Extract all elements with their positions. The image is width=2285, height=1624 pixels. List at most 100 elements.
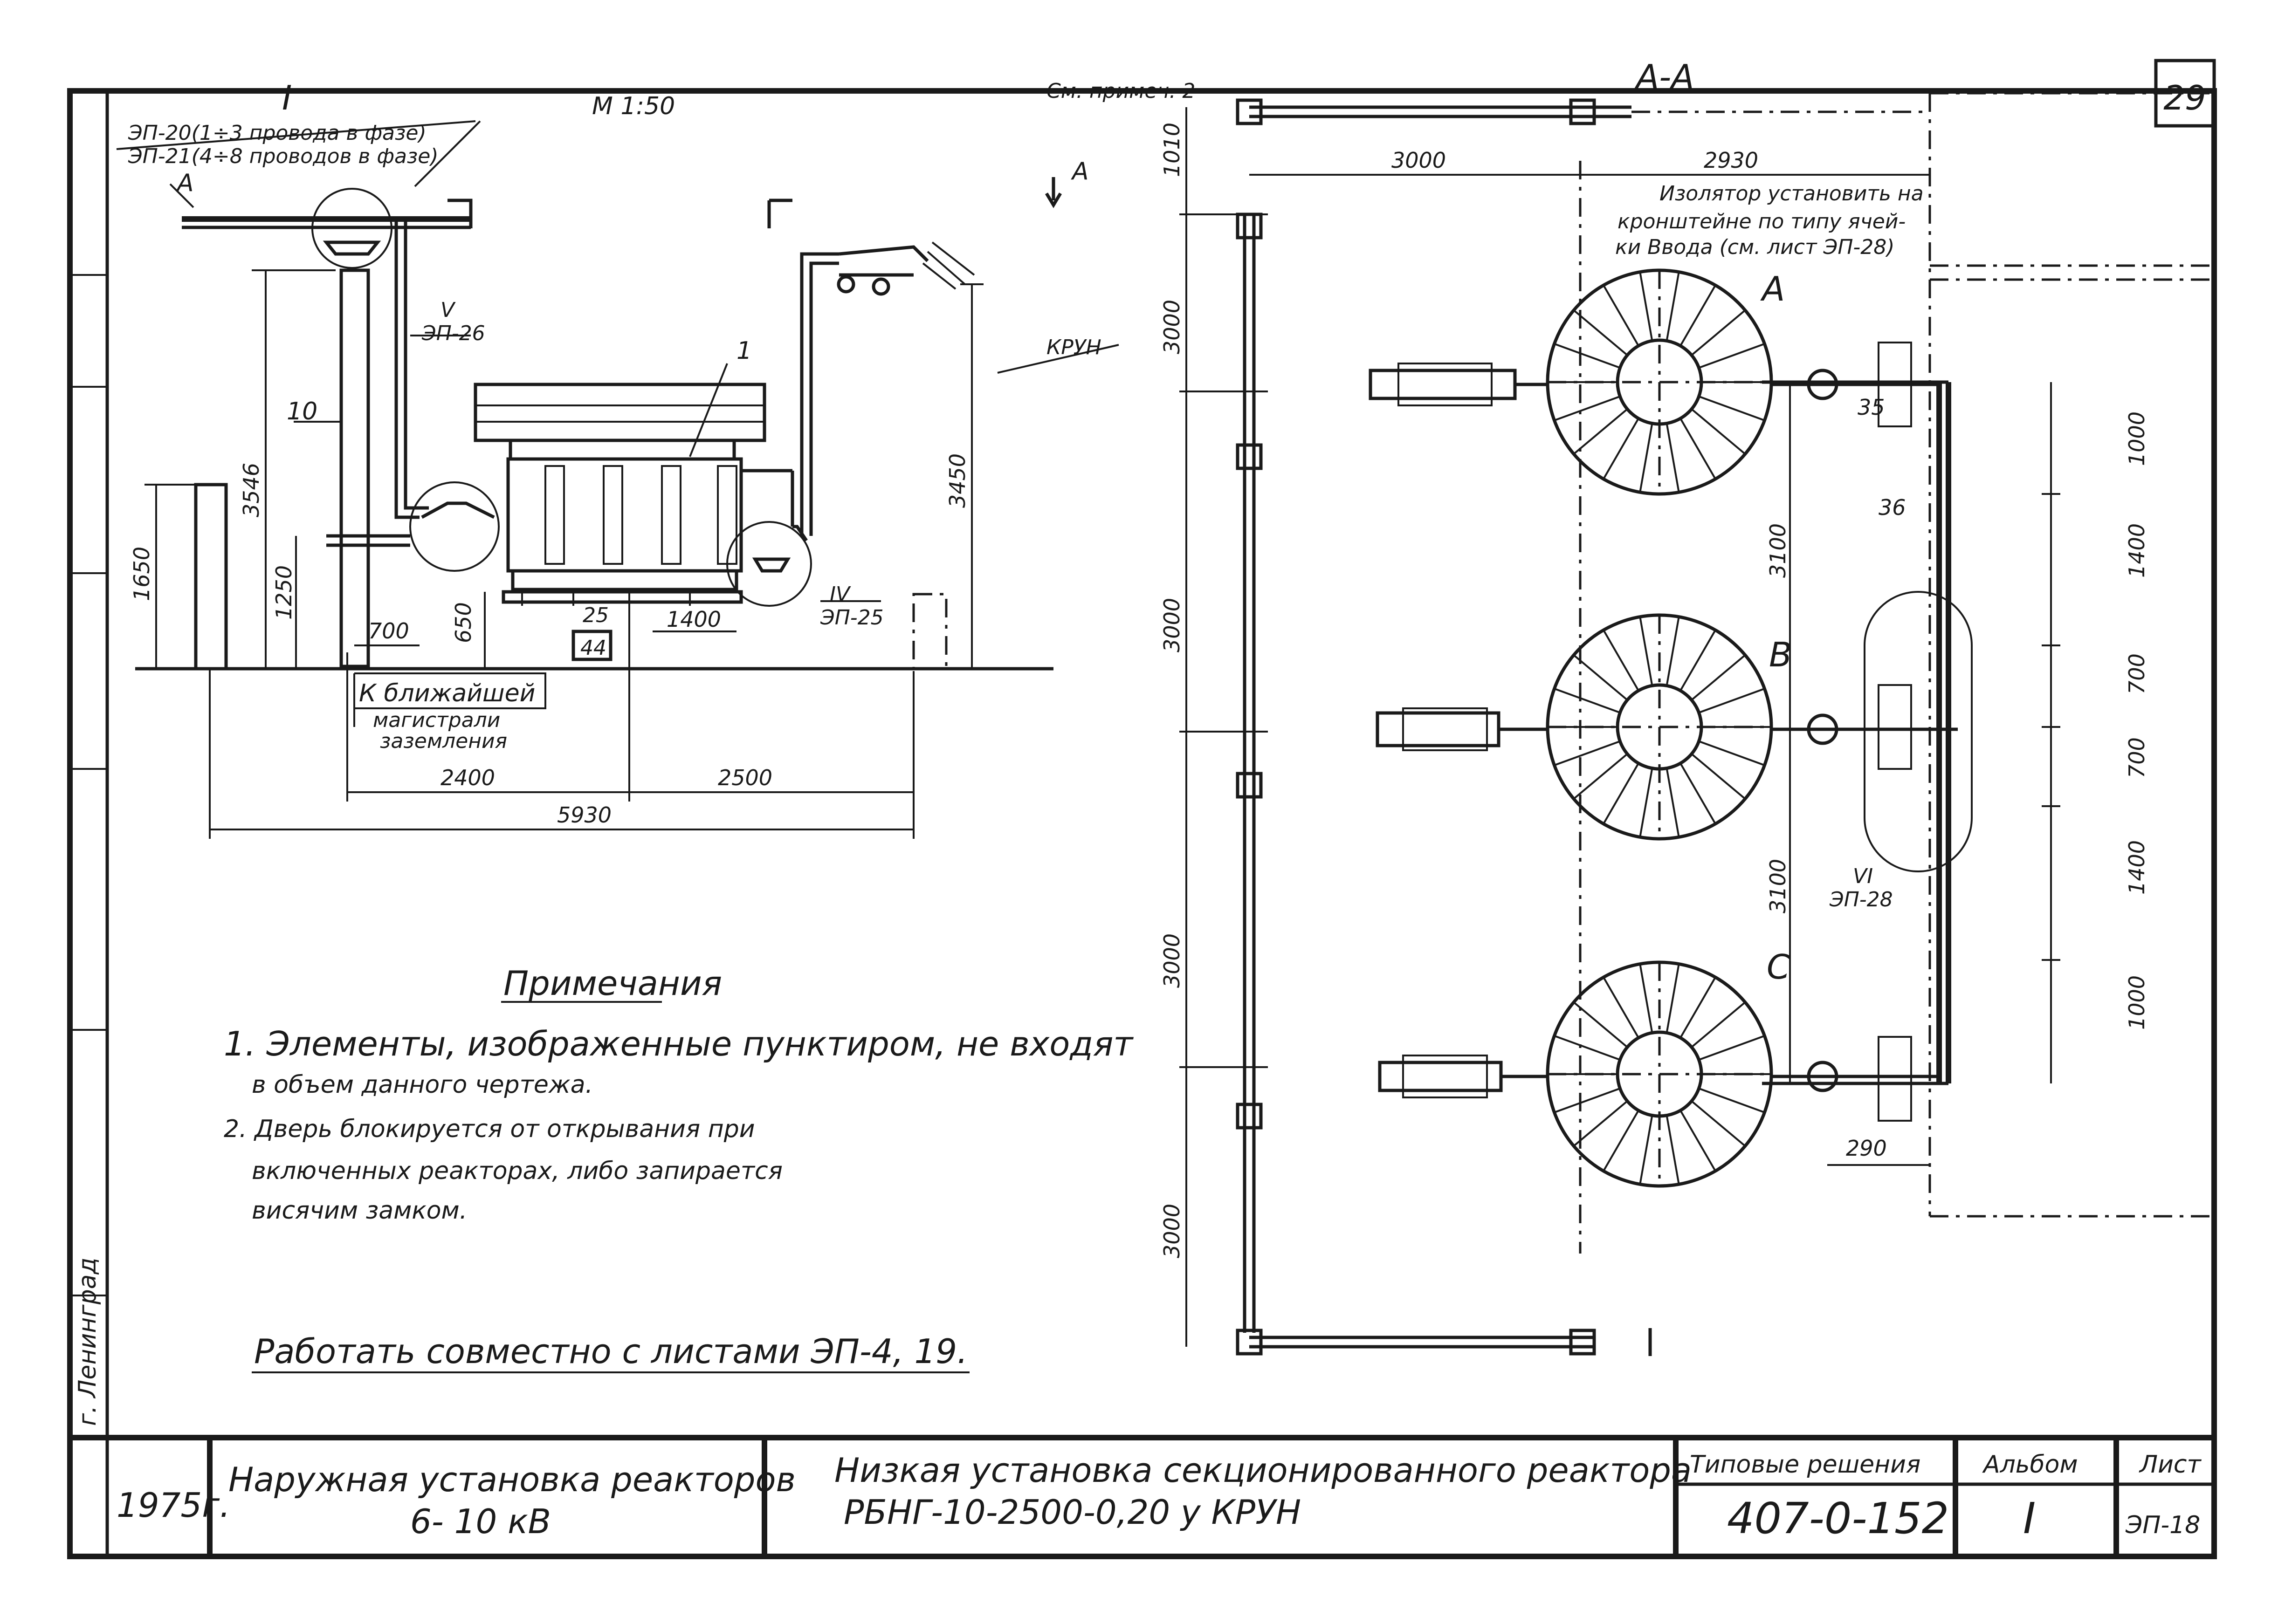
title-block-text: 1975г. Наружная установка реакторов 6- 1… (117, 1451, 2202, 1543)
winding-spoke (1554, 1087, 1621, 1113)
ground-note-3: заземления (380, 729, 507, 753)
winding-spoke (1639, 1115, 1653, 1185)
winding-spoke (1639, 964, 1653, 1033)
dim-3000-c: 3000 (1159, 933, 1184, 988)
note-2-line-1: 2. Дверь блокируется от открывания при (224, 1115, 755, 1143)
winding-spoke (1603, 977, 1639, 1039)
winding-spoke (1691, 408, 1746, 455)
winding-spoke (1666, 768, 1680, 837)
scale-label: М 1:50 (592, 92, 675, 120)
dim-1400: 1400 (667, 607, 721, 632)
position-1: 1 (736, 337, 752, 365)
winding-spoke (1554, 740, 1621, 766)
title-block (207, 1438, 2214, 1556)
notes-heading: Примечания (503, 964, 722, 1003)
note-ref: См. примеч. 2 (1046, 79, 1195, 103)
winding-spoke (1639, 272, 1653, 341)
work-together-note: Работать совместно с листами ЭП-4, 19. (254, 1332, 968, 1371)
typical-solutions-label: Типовые решения (1690, 1451, 1920, 1479)
side-strip-dividers (70, 274, 107, 1296)
ref-v-number: V (440, 298, 456, 322)
dim-3000-b: 3000 (1159, 598, 1184, 652)
dim-700: 700 (368, 618, 409, 644)
winding-spoke (1691, 309, 1746, 356)
winding-spoke (1691, 1001, 1746, 1048)
dim-5930: 5930 (557, 802, 612, 828)
note-2-line-2: включенных реакторах, либо запирается (252, 1157, 783, 1185)
reactor-phase-c (1378, 960, 1939, 1188)
dim-650: 650 (451, 602, 476, 643)
dim-1650: 1650 (129, 547, 154, 601)
dim-1400-a: 1400 (2124, 523, 2149, 578)
dim-1400-b: 1400 (2124, 840, 2149, 895)
notes-block: Примечания 1. Элементы, изображенные пун… (224, 964, 1134, 1373)
winding-spoke (1603, 630, 1639, 692)
left-view (116, 120, 1119, 839)
winding-spoke (1573, 654, 1628, 701)
ref-iv-number: IV (830, 582, 851, 606)
drawing-title-2: РБНГ-10-2500-0,20 у КРУН (844, 1493, 1301, 1532)
position-25: 25 (583, 603, 609, 627)
winding-spoke (1698, 395, 1765, 421)
winding-spoke (1691, 1100, 1746, 1147)
winding-spoke (1573, 408, 1628, 455)
winding-spoke (1679, 285, 1716, 347)
sheet-frame (67, 59, 2217, 1559)
note-2-line-3: висячим замком. (252, 1197, 467, 1225)
insulator-note-2: кронштейне по типу ячей- (1617, 210, 1906, 233)
winding-spoke (1639, 423, 1653, 493)
year: 1975г. (117, 1486, 230, 1525)
winding-spoke (1679, 762, 1716, 824)
dim-2400: 2400 (440, 765, 495, 790)
note-1-line-2: в объем данного чертежа. (252, 1071, 593, 1099)
reactor-phase-a (1369, 268, 1939, 496)
winding-spoke (1691, 753, 1746, 800)
ref-vi-number: VI (1853, 864, 1873, 888)
winding-spoke (1639, 617, 1653, 686)
city-stamp: г. Ленинград (74, 1258, 102, 1426)
dim-3100-a: 3100 (1765, 523, 1790, 578)
dim-2930: 2930 (1704, 148, 1758, 173)
phase-label-b: В (1769, 635, 1792, 674)
section-mark-right: А (1071, 158, 1089, 185)
winding-spoke (1679, 630, 1716, 692)
winding-spoke (1666, 423, 1680, 493)
winding-spoke (1666, 964, 1680, 1033)
dim-290: 290 (1846, 1136, 1887, 1161)
section-mark-left: А (176, 169, 194, 197)
winding-spoke (1603, 1110, 1639, 1172)
winding-spoke (1639, 768, 1653, 837)
position-35: 35 (1858, 395, 1885, 420)
wire-note-2: ЭП-21(4÷8 проводов в фазе) (128, 144, 439, 168)
wire-note-1: ЭП-20(1÷3 провода в фазе) (128, 121, 427, 145)
winding-spoke (1698, 740, 1765, 766)
dim-1010: 1010 (1159, 123, 1184, 177)
insulator-note-3: ки Ввода (см. лист ЭП-28) (1615, 235, 1894, 259)
winding-spoke (1603, 762, 1639, 824)
dim-2500: 2500 (718, 765, 772, 790)
section-title-aa: А-А (1634, 57, 1694, 96)
winding-spoke (1698, 1087, 1765, 1113)
winding-spoke (1666, 1115, 1680, 1185)
winding-spoke (1554, 395, 1621, 421)
project-title-2: 6- 10 кВ (410, 1502, 551, 1541)
dim-1000-b: 1000 (2124, 975, 2149, 1030)
project-title-1: Наружная установка реакторов (228, 1460, 796, 1499)
ref-vi-sheet: ЭП-28 (1829, 888, 1893, 911)
winding-spoke (1554, 343, 1621, 369)
album-value: I (2023, 1494, 2036, 1543)
ref-v-sheet: ЭП-26 (421, 322, 485, 345)
ground-note-2: магистрали (373, 708, 500, 732)
winding-spoke (1698, 343, 1765, 369)
drawing-title-1: Низкая установка секционированного реакт… (834, 1451, 1692, 1490)
phase-label-c: С (1767, 947, 1790, 987)
dim-1250: 1250 (271, 565, 296, 620)
winding-spoke (1603, 285, 1639, 347)
sheet-value: ЭП-18 (2125, 1511, 2200, 1539)
dim-3000-top: 3000 (1391, 148, 1446, 173)
winding-spoke (1698, 688, 1765, 714)
sheet-label: Лист (2139, 1451, 2202, 1479)
winding-spoke (1679, 1110, 1716, 1172)
winding-spoke (1573, 753, 1628, 800)
